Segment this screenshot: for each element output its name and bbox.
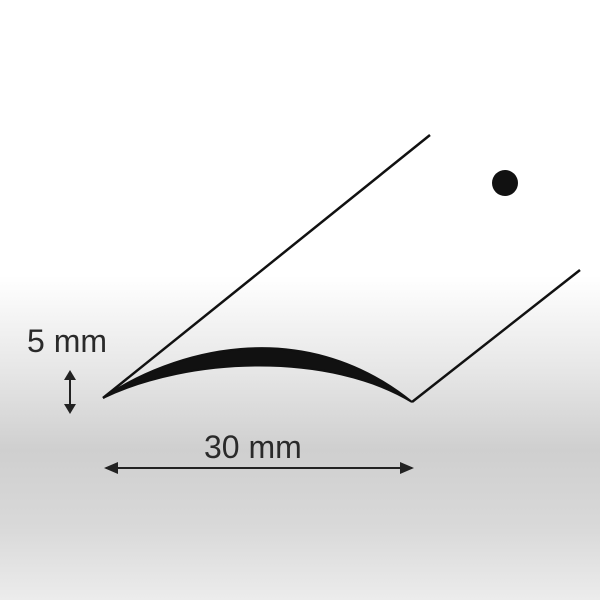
width-dimension-arrow-icon [104,462,414,474]
width-dimension-label: 30 mm [204,429,302,465]
height-dimension-arrow-icon [64,370,76,414]
mounting-hole-dot [492,170,518,196]
profile-front-edge [411,269,581,403]
profile-back-edge [102,134,431,399]
profile-cross-section [102,347,413,403]
height-dimension-label: 5 mm [27,323,107,359]
